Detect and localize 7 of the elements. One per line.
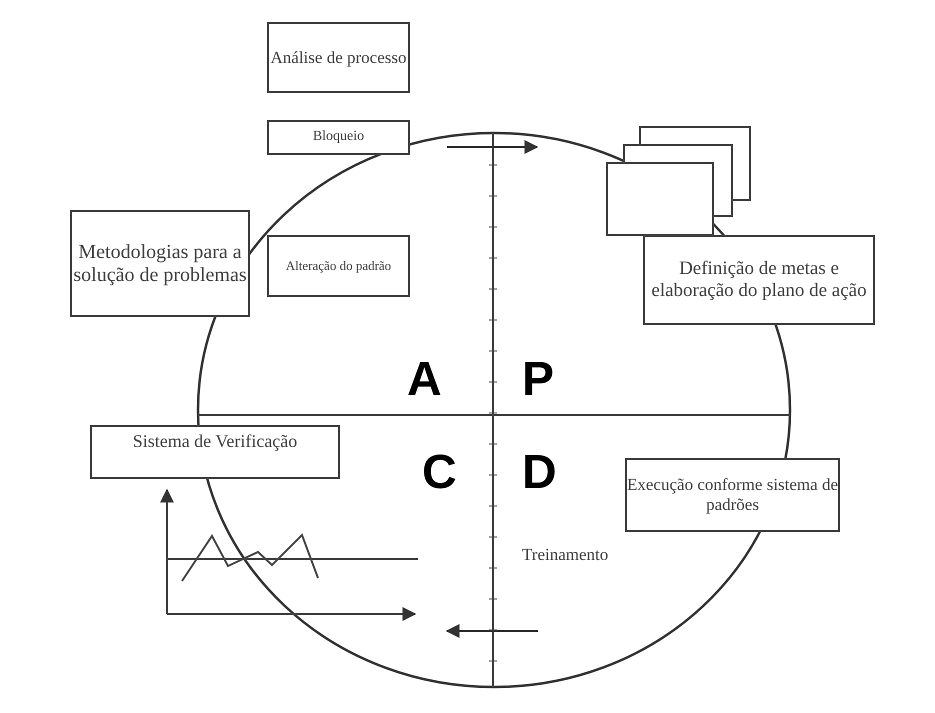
box-label: Definição de metas e elaboração do plano de ação bbox=[650, 258, 868, 302]
box-label: Sistema de Verificação bbox=[132, 431, 298, 452]
box-label: Análise de processo bbox=[270, 48, 406, 68]
box-label: Execução conforme sistema de padrões bbox=[627, 475, 838, 515]
box-label: Bloqueio bbox=[312, 129, 364, 146]
box-label: Metodologias para a solução de problemas bbox=[72, 240, 248, 286]
box-label: Alteração do padrão bbox=[286, 258, 392, 274]
